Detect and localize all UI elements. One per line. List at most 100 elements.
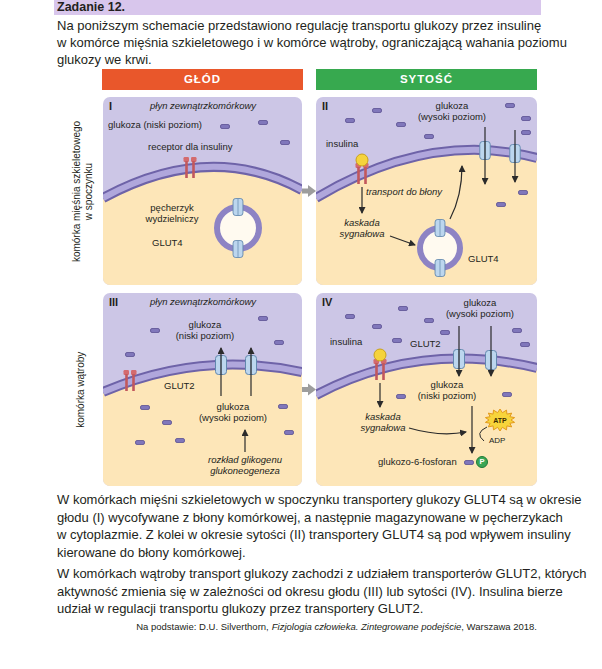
glucose-molecule (136, 441, 145, 445)
glucose-flow-arrow (484, 127, 485, 184)
row-label: komórka mięśnia szkieletowego w spoczynk… (71, 120, 94, 261)
panel-number: IV (322, 296, 332, 309)
glucose-molecule (151, 329, 160, 333)
glucose-molecule (425, 135, 434, 139)
extracellular-fluid (316, 293, 537, 486)
cell-panel: IIglukoza (wysoki poziom)insulinatranspo… (316, 97, 537, 285)
glucose-molecule (397, 395, 406, 399)
signal-arrow (409, 428, 466, 434)
glucose-molecule (393, 339, 402, 343)
glucose-molecule (441, 331, 450, 335)
part-label: insulina (330, 337, 362, 348)
source-text: Na podstawie: D.U. Silverthorn, (136, 621, 269, 632)
signal-arrow (390, 236, 415, 245)
molecule-label: P (479, 458, 484, 466)
source-line: Na podstawie: D.U. Silverthorn,Fizjologi… (136, 621, 537, 633)
panel-number: I (109, 100, 112, 113)
phosphate-dot (477, 457, 488, 468)
glucose-molecule (163, 421, 172, 425)
part-label: GLUT2 (164, 381, 195, 392)
glucose-flow-arrow (490, 326, 491, 376)
arrow-shaft (302, 387, 309, 392)
insulin-receptor (124, 370, 137, 391)
insulin-molecule (374, 349, 386, 361)
cell-membrane (103, 364, 302, 392)
arrow-head (308, 384, 316, 396)
glucose-molecule (285, 431, 294, 435)
production-arrow (244, 430, 245, 452)
atp-adp-arrow (480, 427, 487, 441)
part-label: GLUT4 (468, 254, 499, 265)
reaction-arrow (471, 406, 472, 453)
glucose-molecule (522, 131, 531, 135)
glucose-molecule (521, 343, 530, 347)
cell-membrane (103, 364, 302, 392)
cell-panel: Ipłyn zewnątrzkomórkowy glukoza (niski po… (103, 97, 302, 285)
signal-arrow (379, 383, 380, 407)
part-label: insulina (326, 139, 358, 150)
part-label: glukoza (niski poziom) (108, 120, 202, 131)
part-label: pęcherzyk wydzielniczy (146, 203, 199, 225)
glucose-molecule (506, 104, 515, 108)
cytoplasm (316, 359, 537, 486)
glucose-molecule (176, 439, 185, 443)
part-label: glukoza (niski poziom) (418, 380, 477, 402)
glucose-molecule (141, 406, 150, 410)
glucose-molecule (126, 353, 135, 357)
glucose-flow-arrow (514, 130, 515, 182)
part-label: glukoza (wysoki poziom) (199, 402, 267, 424)
signal-arrow (361, 187, 362, 213)
body-text: W komórkach wątroby transport glukozy za… (57, 565, 587, 618)
panel-arrow (302, 185, 316, 197)
region-label: płyn zewnątrzkomórkowy (150, 297, 256, 308)
glucose-molecule (399, 307, 408, 311)
part-label: glukoza (niski poziom) (176, 320, 235, 342)
region-label: płyn zewnątrzkomórkowy (150, 101, 256, 112)
cell-membrane (103, 167, 302, 198)
process-label: transport do błony (366, 187, 442, 198)
process-label: kaskada sygnałowa (361, 412, 406, 434)
insulin-receptor (374, 359, 387, 380)
glucose-molecule (503, 393, 512, 397)
row-label: komórka wątroby (75, 352, 87, 428)
panel-number: III (109, 296, 118, 309)
glucose-flow-arrow (220, 348, 221, 396)
panel-art (316, 97, 537, 285)
glucose-molecule (425, 319, 434, 323)
glucose-molecule (346, 119, 355, 123)
glucose-molecule (465, 461, 474, 465)
glucose-molecule (279, 405, 288, 409)
arrow-head (308, 185, 316, 197)
cell-membrane (316, 150, 537, 198)
part-label: GLUT2 (410, 339, 441, 350)
header-text: GŁÓD (184, 74, 221, 86)
glucose-molecule (397, 123, 406, 127)
cell-membrane (316, 359, 537, 395)
glucose-flow-arrow (250, 348, 251, 396)
atp-starburst (485, 409, 514, 431)
molecule-label: glukozo-6-fosforan (378, 457, 457, 468)
arrow-shaft (302, 189, 309, 194)
extracellular-fluid (103, 293, 302, 486)
molecule-label: ADP (489, 436, 505, 445)
glut4-transporter (435, 259, 445, 276)
extracellular-fluid (103, 97, 302, 285)
part-label: receptor dla insuliny (148, 142, 233, 153)
intro-text: Na poniższym schemacie przedstawiono reg… (57, 17, 567, 68)
glucose-molecule (497, 203, 506, 207)
part-label: glukoza (wysoki poziom) (418, 101, 486, 123)
insulin-receptor (184, 157, 197, 178)
glucose-molecule (373, 109, 382, 113)
transport-arrow (450, 166, 462, 219)
panel-art (103, 97, 302, 285)
glucose-molecule (259, 317, 268, 321)
glucose-molecule (346, 315, 355, 319)
cell-membrane (316, 150, 537, 198)
cell-membrane (316, 359, 537, 395)
cytoplasm (103, 364, 302, 486)
glucose-molecule (281, 141, 290, 145)
insulin-molecule (356, 154, 368, 166)
glut4-transporter (233, 240, 243, 257)
process-label: rozkład glikogenu glukoneogeneza (208, 455, 282, 477)
